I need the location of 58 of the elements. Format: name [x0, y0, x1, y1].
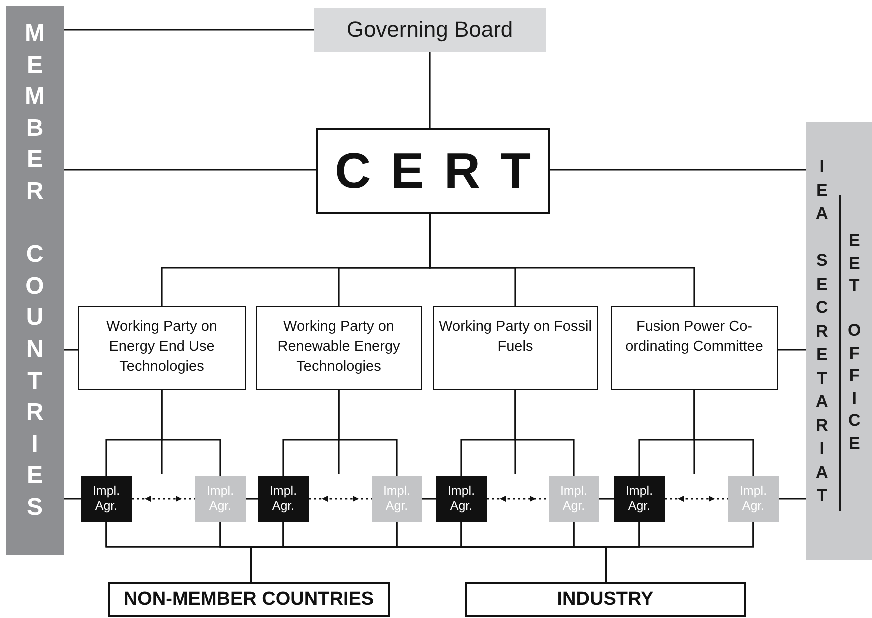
- agreement-box: [372, 476, 422, 522]
- dotted-double-arrow: [132, 496, 195, 502]
- party-box: [433, 306, 598, 390]
- committee-box: [316, 128, 550, 214]
- dotted-double-arrow: [487, 496, 549, 502]
- party-box: [256, 306, 422, 390]
- party-label: Working Party on Renewable Energy Technologies: [276, 318, 402, 377]
- connector-line: [694, 390, 754, 476]
- connector-line: [779, 498, 806, 500]
- group-label: NON-MEMBER COUNTRIES: [124, 588, 374, 610]
- agreement-label: Impl. Agr.: [446, 484, 476, 514]
- vertical-label: IEA SECRETARIAT: [816, 156, 828, 507]
- committee-label: CERT: [334, 142, 552, 200]
- agreement-box: [728, 476, 779, 522]
- board-label: Governing Board: [346, 17, 514, 43]
- connector-line: [338, 390, 398, 476]
- connector-line: [422, 498, 436, 500]
- party-label: Working Party on Energy End Use Technologies: [106, 318, 218, 377]
- dotted-double-arrow: [665, 496, 728, 502]
- agreement-box: [81, 476, 132, 522]
- connector-line: [64, 349, 78, 351]
- agreement-label: Impl. Agr.: [559, 484, 589, 514]
- connector-line: [605, 522, 754, 582]
- group-box: [108, 582, 390, 617]
- connector-line: [64, 498, 81, 500]
- agreement-box: [549, 476, 599, 522]
- agreement-label: Impl. Agr.: [738, 484, 768, 514]
- secretariat-band: [806, 122, 872, 560]
- vertical-label: EET OFFICE: [848, 230, 862, 454]
- member-band: [6, 6, 64, 555]
- agreement-label: Impl. Agr.: [268, 484, 298, 514]
- connector-line: [514, 390, 575, 476]
- party-box: [611, 306, 778, 390]
- connector-line: [64, 29, 314, 31]
- connector-line: [429, 52, 431, 128]
- dotted-double-arrow: [309, 496, 372, 502]
- agreement-label: Impl. Agr.: [206, 484, 236, 514]
- connector-line: [64, 169, 316, 171]
- group-box: [465, 582, 746, 617]
- connector-line: [161, 390, 222, 476]
- agreement-box: [436, 476, 487, 522]
- agreement-box: [258, 476, 309, 522]
- connector-line: [550, 169, 806, 171]
- vertical-label: MEMBER COUNTRIES: [25, 19, 45, 523]
- connector-line: [778, 349, 806, 351]
- agreement-label: Impl. Agr.: [382, 484, 412, 514]
- board-box: [314, 8, 546, 52]
- agreement-label: Impl. Agr.: [92, 484, 122, 514]
- party-box: [78, 306, 246, 390]
- agreement-box: [614, 476, 665, 522]
- agreement-label: Impl. Agr.: [624, 484, 654, 514]
- agreement-box: [195, 476, 246, 522]
- connector-line: [599, 498, 614, 500]
- party-label: Fusion Power Co-ordinating Committee: [624, 318, 764, 357]
- connector-line: [429, 214, 696, 306]
- party-label: Working Party on Fossil Fuels: [438, 318, 593, 357]
- group-label: INDUSTRY: [557, 588, 654, 610]
- connector-line: [246, 498, 258, 500]
